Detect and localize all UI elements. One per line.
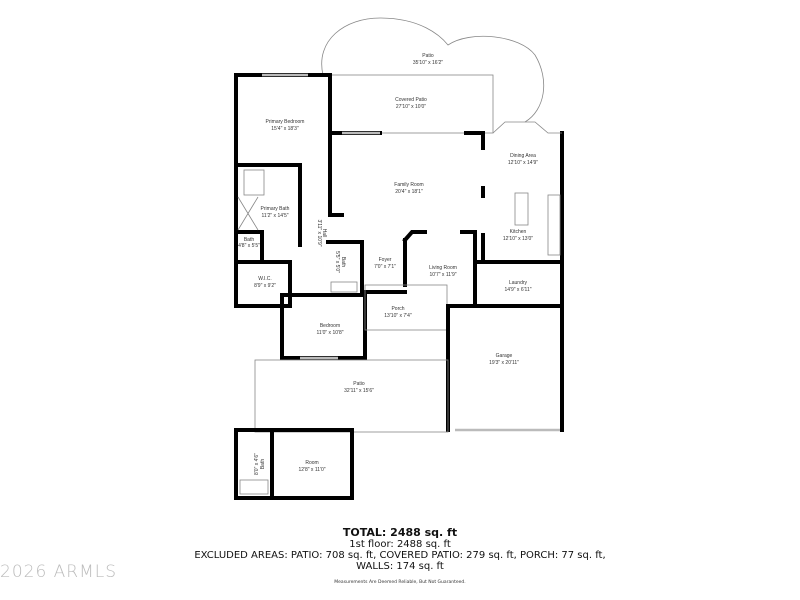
family-room-dims: 20'4" x 18'1" — [395, 189, 423, 195]
patio-top-label: Patio — [422, 53, 434, 59]
covered-patio-label: Covered Patio — [395, 97, 427, 103]
dining-kitchen-walls — [473, 131, 564, 308]
laundry-label: Laundry — [509, 280, 528, 286]
garage-walls — [446, 304, 564, 432]
disclaimer: Measurements Are Deemed Reliable, But No… — [334, 580, 466, 585]
dining-area-label: Dining Area — [510, 153, 536, 159]
living-room-dims: 10'7" x 11'9" — [429, 272, 456, 278]
family-room-label: Family Room — [394, 182, 423, 188]
laundry-dims: 14'9" x 6'11" — [504, 287, 531, 293]
patio-top-dims: 35'10" x 16'2" — [413, 60, 443, 66]
bedroom-label: Bedroom — [320, 323, 340, 329]
patio-bottom-label: Patio — [353, 381, 365, 387]
primary-bedroom-walls — [234, 73, 485, 308]
foyer-label: Foyer — [379, 257, 392, 263]
room-dims: 12'8" x 11'0" — [298, 467, 325, 473]
hall-label: Hall — [321, 229, 327, 238]
room-labels: Patio 35'10" x 16'2" Covered Patio 27'10… — [238, 53, 538, 475]
lower-patio-outline — [254, 359, 449, 433]
hall-dims: 3'11" x 10'9" — [316, 219, 322, 246]
bath-hall-dims: 5'5" x 5'0" — [334, 251, 340, 273]
room-walls — [234, 428, 354, 500]
bath-walls — [234, 163, 302, 308]
primary-bath-label: Primary Bath — [261, 206, 290, 212]
guest-bath-label: Bath — [260, 459, 266, 470]
kitchen-label: Kitchen — [510, 229, 527, 235]
primary-bedroom-dims: 15'4" x 18'3" — [271, 126, 299, 132]
primary-bedroom-label: Primary Bedroom — [266, 119, 305, 125]
garage-dims: 19'3" x 20'11" — [489, 360, 519, 366]
dining-area-dims: 12'10" x 14'9" — [508, 160, 538, 166]
patio-bottom-dims: 32'11" x 15'6" — [344, 388, 374, 394]
porch-label: Porch — [391, 306, 404, 312]
wic-dims: 8'9" x 9'2" — [254, 283, 276, 289]
garage-label: Garage — [496, 353, 513, 359]
foyer-dims: 7'0" x 7'1" — [374, 264, 396, 270]
covered-patio-dims: 27'10" x 10'0" — [396, 104, 426, 110]
kitchen-dims: 12'10" x 13'0" — [503, 236, 533, 242]
center-walls — [326, 230, 477, 308]
room-label: Room — [305, 460, 318, 466]
watermark: 2026 ARMLS — [0, 562, 118, 582]
bedroom-dims: 11'0" x 10'8" — [316, 330, 343, 336]
porch-dims: 13'10" x 7'4" — [384, 313, 412, 319]
walls-area: WALLS: 174 sq. ft — [356, 561, 444, 572]
total-area: TOTAL: 2488 sq. ft — [342, 526, 458, 539]
bath-small-label: Bath — [244, 237, 255, 243]
primary-bath-dims: 11'2" x 14'5" — [261, 213, 288, 219]
living-room-label: Living Room — [429, 265, 457, 271]
bedroom-walls — [280, 293, 367, 360]
patio-outline — [321, 17, 545, 123]
guest-bath-dims: 8'0" x 4'6" — [254, 453, 260, 475]
bath-small-dims: 4'8" x 5'5" — [238, 243, 260, 249]
wic-label: W.I.C. — [258, 276, 272, 282]
bath-hall-label: Bath — [340, 257, 346, 268]
first-floor-area: 1st floor: 2488 sq. ft — [349, 539, 451, 550]
excluded-areas: EXCLUDED AREAS: PATIO: 708 sq. ft, COVER… — [194, 550, 606, 561]
